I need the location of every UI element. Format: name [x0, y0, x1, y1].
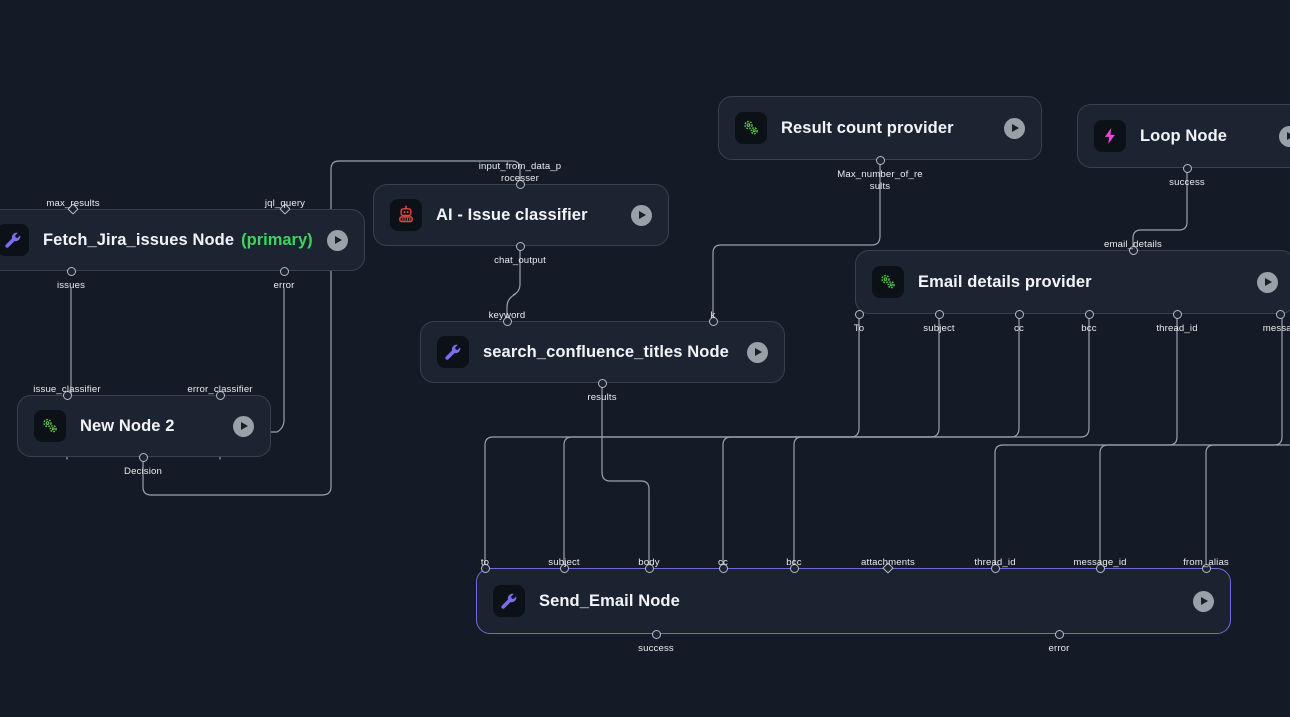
- output-port-subject[interactable]: [934, 309, 944, 319]
- port-label: chat_output: [494, 255, 546, 266]
- node-title: Loop Node: [1140, 126, 1228, 145]
- output-port-thread_id[interactable]: [1172, 309, 1182, 319]
- play-icon: [1201, 597, 1208, 605]
- port-label: Max_number_of_re sults: [837, 169, 923, 193]
- port-label: success: [1169, 177, 1205, 188]
- run-node-button[interactable]: [327, 229, 348, 251]
- node-ai-issue-classifier[interactable]: AI - Issue classifier: [373, 184, 669, 246]
- play-icon: [1265, 278, 1272, 286]
- port-label: messag: [1262, 323, 1290, 334]
- robot-icon: [390, 199, 422, 231]
- input-port-keyword[interactable]: [502, 316, 512, 326]
- wrench-icon: [437, 336, 469, 368]
- output-port-issues[interactable]: [66, 266, 76, 276]
- output-port-success[interactable]: [651, 629, 661, 639]
- output-port-error[interactable]: [1054, 629, 1064, 639]
- node-title: Email details provider: [918, 272, 1092, 291]
- input-port-k[interactable]: [708, 316, 718, 326]
- output-port-Max_number_of_results[interactable]: [875, 155, 885, 165]
- gears-icon: [872, 266, 904, 298]
- input-port-thread_id[interactable]: [990, 563, 1000, 573]
- output-port-cc[interactable]: [1014, 309, 1024, 319]
- port-label: thread_id: [1156, 323, 1198, 334]
- play-icon: [1012, 124, 1019, 132]
- run-node-button[interactable]: [233, 415, 254, 437]
- output-port-error[interactable]: [279, 266, 289, 276]
- port-label: To: [853, 323, 865, 334]
- play-icon: [1287, 132, 1290, 140]
- wrench-icon: [0, 224, 29, 256]
- input-port-attachments[interactable]: [882, 562, 894, 574]
- input-port-from_alias[interactable]: [1201, 563, 1211, 573]
- play-icon: [755, 348, 762, 356]
- node-new-node-2[interactable]: New Node 2: [17, 395, 271, 457]
- node-primary-badge: (primary): [241, 230, 313, 249]
- input-port-max_results[interactable]: [67, 203, 79, 215]
- node-fetch-jira[interactable]: Fetch_Jira_issues Node (primary): [0, 209, 365, 271]
- input-port-error_classifier[interactable]: [215, 390, 225, 400]
- output-port-results[interactable]: [597, 378, 607, 388]
- run-node-button[interactable]: [631, 204, 652, 226]
- port-label: cc: [1014, 323, 1024, 334]
- input-port-jql_query[interactable]: [279, 203, 291, 215]
- node-title: Fetch_Jira_issues Node: [43, 230, 235, 249]
- input-port-bcc[interactable]: [789, 563, 799, 573]
- wrench-icon: [493, 585, 525, 617]
- play-icon: [335, 236, 342, 244]
- node-title: AI - Issue classifier: [436, 205, 588, 224]
- output-port-To[interactable]: [854, 309, 864, 319]
- input-port-issue_classifier[interactable]: [62, 390, 72, 400]
- node-title: New Node 2: [80, 416, 175, 435]
- input-port-body[interactable]: [644, 563, 654, 573]
- lightning-icon: [1094, 120, 1126, 152]
- node-result-count-provider[interactable]: Result count provider: [718, 96, 1042, 160]
- input-port-input_from_data_processer[interactable]: [515, 179, 525, 189]
- node-title: Result count provider: [781, 118, 954, 137]
- play-icon: [639, 211, 646, 219]
- input-port-subject[interactable]: [559, 563, 569, 573]
- run-node-button[interactable]: [747, 341, 768, 363]
- input-port-email_details[interactable]: [1128, 245, 1138, 255]
- output-port-success[interactable]: [1182, 163, 1192, 173]
- run-node-button[interactable]: [1279, 125, 1290, 147]
- port-label: error: [1048, 643, 1070, 654]
- input-port-cc[interactable]: [718, 563, 728, 573]
- node-loop-node[interactable]: Loop Node: [1077, 104, 1290, 168]
- gears-icon: [34, 410, 66, 442]
- output-port-messag[interactable]: [1275, 309, 1285, 319]
- input-port-message_id[interactable]: [1095, 563, 1105, 573]
- output-port-Decision[interactable]: [138, 452, 148, 462]
- port-label: subject: [923, 323, 955, 334]
- input-port-to[interactable]: [480, 563, 490, 573]
- port-label: results: [587, 392, 617, 403]
- node-email-details-provider[interactable]: Email details provider: [855, 250, 1290, 314]
- port-label: error: [273, 280, 295, 291]
- play-icon: [241, 422, 248, 430]
- gears-icon: [735, 112, 767, 144]
- run-node-button[interactable]: [1193, 590, 1214, 612]
- output-port-chat_output[interactable]: [515, 241, 525, 251]
- node-send-email[interactable]: Send_Email Node: [476, 568, 1231, 634]
- port-label: success: [638, 643, 674, 654]
- port-label: Decision: [124, 466, 162, 477]
- port-label: bcc: [1081, 323, 1097, 334]
- output-port-bcc[interactable]: [1084, 309, 1094, 319]
- node-title: search_confluence_titles Node: [483, 342, 729, 361]
- run-node-button[interactable]: [1257, 271, 1278, 293]
- port-label: issues: [56, 280, 86, 291]
- node-title: Send_Email Node: [539, 591, 680, 610]
- run-node-button[interactable]: [1004, 117, 1025, 139]
